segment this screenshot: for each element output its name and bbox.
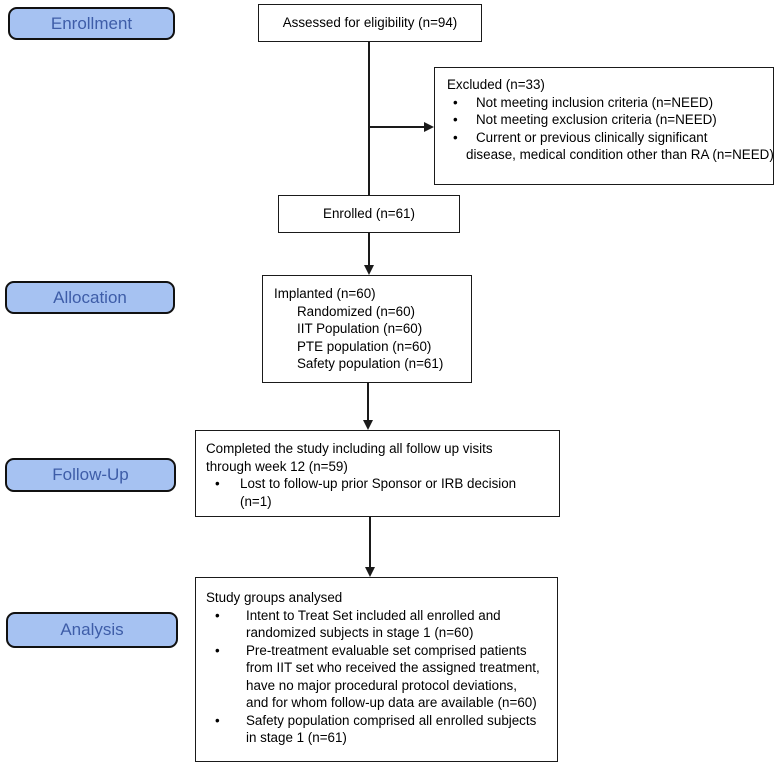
- stage-label-enrollment-text: Enrollment: [50, 13, 133, 33]
- stage-label-allocation: Allocation: [5, 281, 175, 314]
- enrolled-text: Enrolled (n=61): [323, 206, 415, 222]
- itt-bullet-line-2: randomized subjects in stage 1 (n=60): [246, 625, 474, 640]
- excluded-bullet-1: Not meeting inclusion criteria (n=NEED): [435, 94, 773, 112]
- implanted-pte-population: PTE population (n=60): [297, 338, 432, 354]
- arrowhead-implanted: [363, 265, 374, 275]
- arrowhead-excluded: [424, 121, 434, 132]
- stage-label-analysis-text: Analysis: [60, 620, 124, 639]
- connector-implanted-followup: [367, 383, 369, 421]
- implanted-randomized: Randomized (n=60): [297, 303, 415, 319]
- pte-bullet-line-4: and for whom follow-up data are availabl…: [246, 695, 537, 710]
- excluded-box: Excluded (n=33) Not meeting inclusion cr…: [434, 67, 774, 185]
- connector-enrolled-implanted: [368, 233, 370, 267]
- completed-study-box: Completed the study including all follow…: [195, 430, 560, 517]
- excluded-bullet-3-line-2: disease, medical condition other than RA…: [466, 147, 774, 162]
- pte-bullet-line-3: have no major procedural protocol deviat…: [246, 677, 517, 693]
- excluded-bullet-2: Not meeting exclusion criteria (n=NEED): [435, 111, 773, 129]
- study-groups-box: Study groups analysed Intent to Treat Se…: [195, 577, 558, 762]
- implanted-box: Implanted (n=60) Randomized (n=60) IIT P…: [262, 275, 472, 383]
- stage-label-followup-text: Follow-Up: [52, 465, 129, 484]
- excluded-title: Excluded (n=33): [447, 77, 545, 92]
- assessed-eligibility-text: Assessed for eligibility (n=94): [282, 15, 458, 31]
- assessed-eligibility-box: Assessed for eligibility (n=94): [258, 4, 482, 42]
- arrowhead-analysis: [364, 567, 375, 577]
- pte-bullet-line-2: from IIT set who received the assigned t…: [246, 660, 540, 675]
- safety-bullet-line-1: Safety population comprised all enrolled…: [196, 712, 557, 730]
- implanted-title: Implanted (n=60): [274, 286, 376, 301]
- implanted-safety-population: Safety population (n=61): [297, 356, 444, 371]
- pte-bullet-line-1: Pre-treatment evaluable set comprised pa…: [196, 642, 557, 660]
- completed-bullet-line-2: (n=1): [240, 493, 272, 509]
- completed-title-line-1: Completed the study including all follow…: [206, 441, 493, 456]
- excluded-bullet-3-line-1: Current or previous clinically significa…: [435, 129, 773, 147]
- connector-followup-analysis: [369, 517, 371, 568]
- completed-bullet-line-1: Lost to follow-up prior Sponsor or IRB d…: [196, 475, 559, 493]
- itt-bullet-line-1: Intent to Treat Set included all enrolle…: [196, 607, 557, 625]
- arrowhead-followup: [362, 420, 373, 430]
- enrolled-box: Enrolled (n=61): [278, 195, 460, 233]
- stage-label-allocation-text: Allocation: [53, 287, 127, 307]
- study-groups-title: Study groups analysed: [206, 590, 343, 605]
- stage-label-followup: Follow-Up: [5, 458, 176, 492]
- stage-label-enrollment: Enrollment: [8, 7, 175, 40]
- safety-bullet-line-2: in stage 1 (n=61): [246, 730, 347, 745]
- completed-title-line-2: through week 12 (n=59): [206, 458, 348, 474]
- stage-label-analysis: Analysis: [6, 612, 178, 648]
- implanted-iit-population: IIT Population (n=60): [297, 321, 423, 336]
- connector-assessed-enrolled: [368, 42, 370, 195]
- connector-excluded-branch: [369, 126, 425, 128]
